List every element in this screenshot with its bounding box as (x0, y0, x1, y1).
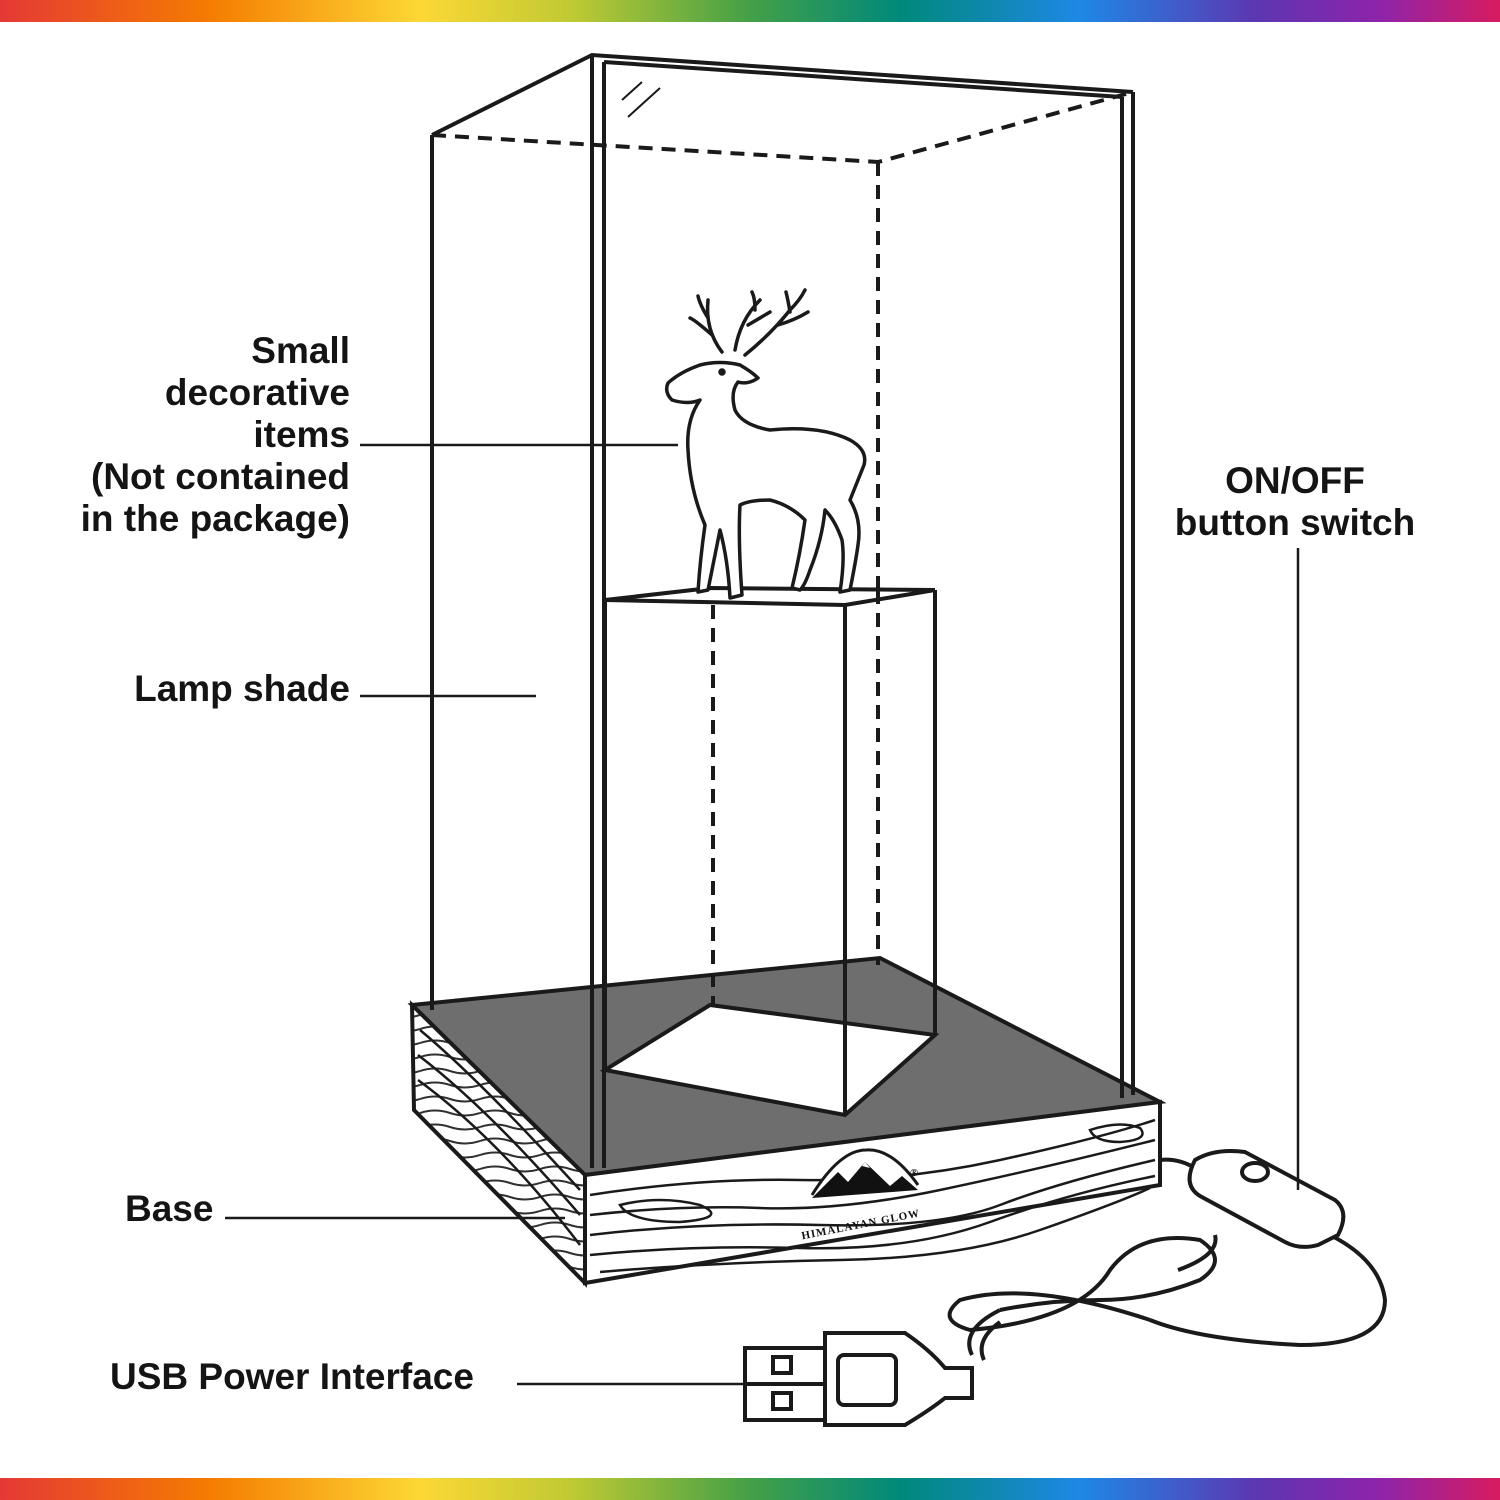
rainbow-stripe-top (0, 0, 1500, 22)
mountain-logo-icon (810, 1148, 920, 1198)
label-switch: ON/OFF button switch (1174, 460, 1416, 543)
inline-switch-icon (1187, 1149, 1346, 1249)
brand-registered-mark: ® (910, 1167, 919, 1179)
label-lamp-shade: Lamp shade (134, 668, 350, 709)
glass-lamp-shade (430, 52, 1135, 1168)
leader-lines (225, 443, 1300, 1386)
label-usb-power: USB Power Interface (110, 1356, 474, 1397)
rainbow-stripe-bottom (0, 1478, 1500, 1500)
wooden-base (407, 955, 1167, 1288)
usb-plug-icon (743, 1331, 974, 1427)
label-base: Base (125, 1188, 214, 1229)
label-decorative-items: Small decorative items (Not contained in… (80, 330, 350, 539)
deer-figurine-icon (664, 288, 867, 600)
power-cable (947, 1157, 1388, 1361)
